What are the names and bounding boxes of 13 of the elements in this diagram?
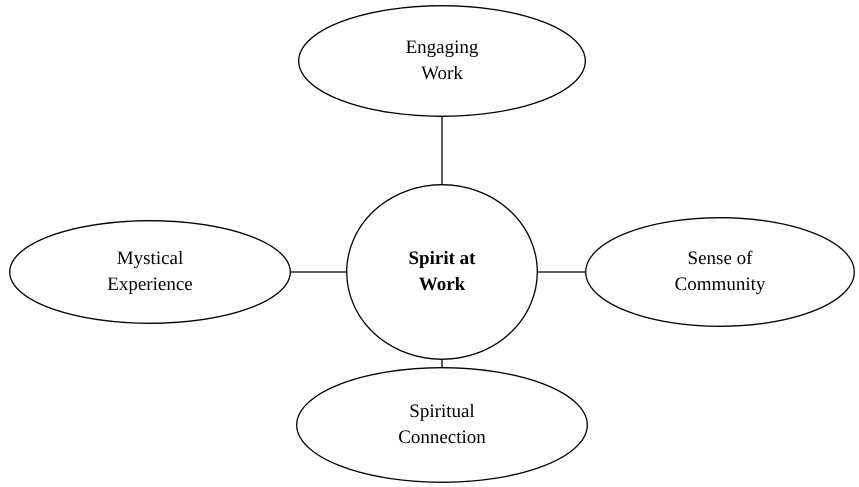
node-label: Spirit at Work <box>407 247 477 297</box>
node-label: Mystical Experience <box>106 247 194 297</box>
ellipse-node <box>346 184 538 360</box>
ellipse-node <box>296 367 588 483</box>
ellipse-node <box>585 217 855 327</box>
connector-line <box>538 271 585 273</box>
ellipse-node <box>298 5 586 117</box>
connector-line <box>441 117 443 184</box>
node-label: Sense of Community <box>674 247 766 297</box>
node-label: Spiritual Connection <box>397 400 487 450</box>
ellipse-node <box>9 220 291 324</box>
connector-line <box>291 271 346 273</box>
node-label: Engaging Work <box>404 36 480 86</box>
